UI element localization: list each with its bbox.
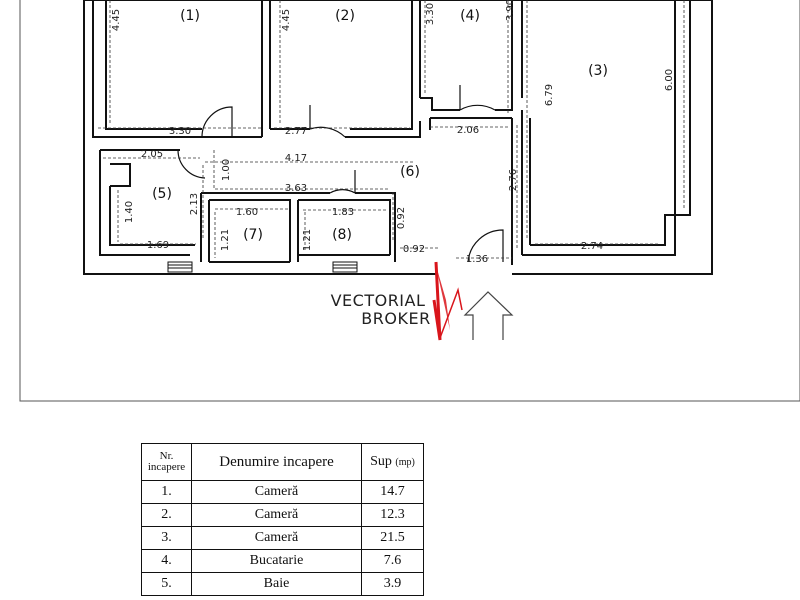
dimension-label: 0.92 [403,244,425,255]
cell-nr: 3. [141,526,192,550]
dimension-label: 4.45 [111,9,122,31]
dimension-label: 1.21 [302,229,313,251]
dimension-label: 1.60 [236,207,258,218]
table-header-row: Nr. incapere Denumire incapere Sup (mp) [141,443,424,481]
dimension-label: 1.69 [147,240,169,251]
table-row: 4. Bucatarie 7.6 [141,549,424,573]
dimension-label: 1.00 [221,159,232,181]
room-label-8: (8) [332,227,352,243]
exterior-walls [83,0,713,275]
dimension-label: 3.30 [169,126,191,137]
dimension-label: 1.83 [332,207,354,218]
room-label-4: (4) [460,8,480,24]
dimension-label: 1.36 [466,254,488,265]
cell-sup: 3.9 [361,572,424,596]
cell-nr: 5. [141,572,192,596]
floor-plan: (1) (2) (3) (4) (5) (6) (7) (8) 4.45 3.3… [19,0,800,402]
dimension-label: 2.76 [508,169,519,191]
cell-sup: 21.5 [361,526,424,550]
room-label-6: (6) [400,164,420,180]
table-row: 5. Baie 3.9 [141,572,424,596]
rooms-table: Nr. incapere Denumire incapere Sup (mp) … [141,443,424,596]
header-sup: Sup (mp) [361,443,424,481]
dimension-lines [98,0,685,259]
watermark-logo: VECTORIAL BROKER [331,261,514,341]
dimension-label: 4.45 [281,9,292,31]
header-nr-line1: Nr. [159,450,174,462]
thresholds [167,261,358,273]
cell-name: Bucatarie [191,549,362,573]
table-row: 1. Cameră 14.7 [141,480,424,504]
table-row: 2. Cameră 12.3 [141,503,424,527]
header-sup-label: Sup [370,454,392,469]
cell-sup: 14.7 [361,480,424,504]
dimension-label: 1.40 [124,201,135,223]
cell-nr: 2. [141,503,192,527]
cell-sup: 7.6 [361,549,424,573]
dimension-label: 3.63 [285,183,307,194]
room-label-1: (1) [180,8,200,24]
watermark-text-line1: VECTORIAL [331,291,426,310]
table-row: 3. Cameră 21.5 [141,526,424,550]
watermark-text-line2: BROKER [361,309,430,328]
sheet-frame [19,0,800,402]
dimension-label: 2.13 [189,193,200,215]
dimension-label: 4.17 [285,153,307,164]
cell-name: Cameră [191,480,362,504]
dimension-label: 2.06 [457,125,479,136]
room-label-2: (2) [335,8,355,24]
header-name: Denumire incapere [191,443,362,481]
header-nr-line2: incapere [147,461,186,473]
cell-name: Cameră [191,526,362,550]
cell-sup: 12.3 [361,503,424,527]
dimension-label: 3.30 [425,3,436,25]
cell-name: Cameră [191,503,362,527]
dimension-label: 1.21 [220,229,231,251]
room-label-5: (5) [152,186,172,202]
cell-nr: 4. [141,549,192,573]
dimension-label: 2.77 [285,126,307,137]
dimension-label: 2.05 [141,149,163,160]
cell-nr: 1. [141,480,192,504]
header-sup-unit: (mp) [395,457,415,468]
cell-name: Baie [191,572,362,596]
dimension-label: 3.90 [505,0,516,21]
dimension-label: 6.00 [664,69,675,91]
room-label-7: (7) [243,227,263,243]
dimension-label: 0.92 [396,207,407,229]
dimension-label: 6.79 [544,84,555,106]
room-label-3: (3) [588,63,608,79]
header-nr: Nr. incapere [141,443,192,481]
dimension-label: 2.74 [581,241,603,252]
door-swings [177,85,504,263]
